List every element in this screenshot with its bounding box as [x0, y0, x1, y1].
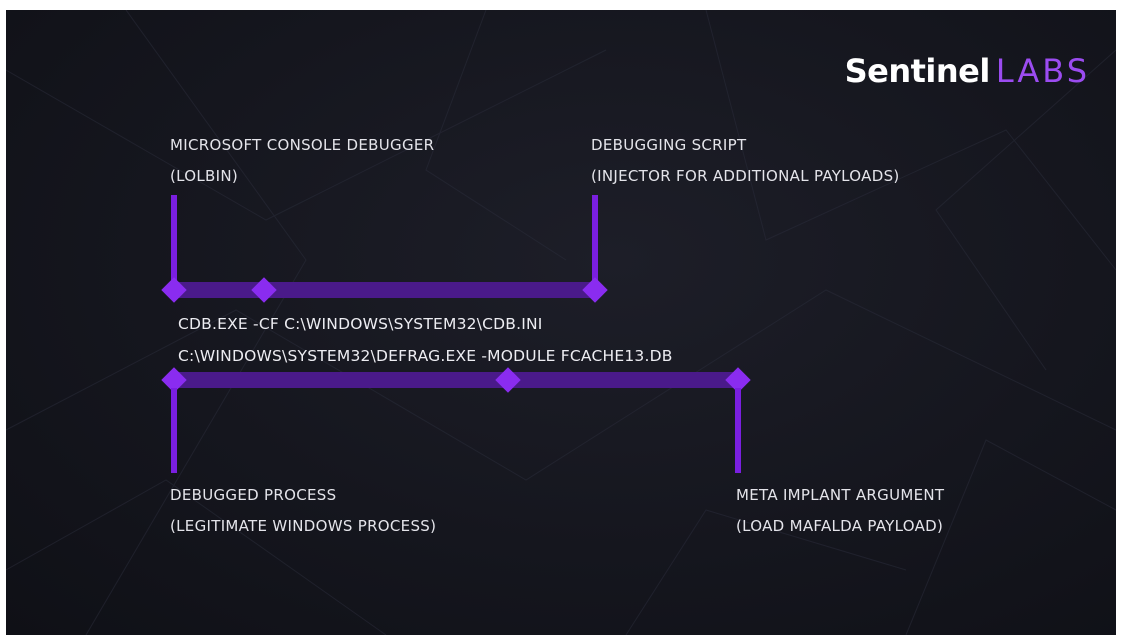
connector-meta-implant [735, 388, 741, 473]
label-debugged-process: DEBUGGED PROCESS (LEGITIMATE WINDOWS PRO… [170, 480, 436, 542]
label-meta-implant-title: META IMPLANT ARGUMENT [736, 486, 945, 504]
logo-labs: LABS [995, 52, 1090, 90]
label-debugging-script-note: (INJECTOR FOR ADDITIONAL PAYLOADS) [591, 167, 900, 185]
label-console-debugger-note: (LOLBIN) [170, 167, 239, 185]
connector-console-debugger [171, 195, 177, 290]
label-console-debugger: MICROSOFT CONSOLE DEBUGGER (LOLBIN) [170, 130, 434, 192]
connector-debugged-process [171, 388, 177, 473]
background-grid [6, 10, 1116, 635]
command-line-1: CDB.EXE -CF C:\WINDOWS\SYSTEM32\CDB.INI [178, 315, 543, 333]
command-line-2: C:\WINDOWS\SYSTEM32\DEFRAG.EXE -MODULE F… [178, 347, 673, 365]
label-debugged-process-title: DEBUGGED PROCESS [170, 486, 337, 504]
label-meta-implant: META IMPLANT ARGUMENT (LOAD MAFALDA PAYL… [736, 480, 944, 542]
underline-band-top [174, 282, 596, 298]
underline-band-bottom [174, 372, 740, 388]
label-meta-implant-note: (LOAD MAFALDA PAYLOAD) [736, 517, 944, 535]
label-console-debugger-title: MICROSOFT CONSOLE DEBUGGER [170, 136, 435, 154]
connector-debugging-script [592, 195, 598, 290]
logo-word: Sentinel [844, 52, 991, 90]
label-debugged-process-note: (LEGITIMATE WINDOWS PROCESS) [170, 517, 437, 535]
command-line: CDB.EXE -CF C:\WINDOWS\SYSTEM32\CDB.INI … [178, 308, 673, 372]
label-debugging-script-title: DEBUGGING SCRIPT [591, 136, 747, 154]
label-debugging-script: DEBUGGING SCRIPT (INJECTOR FOR ADDITIONA… [591, 130, 900, 192]
